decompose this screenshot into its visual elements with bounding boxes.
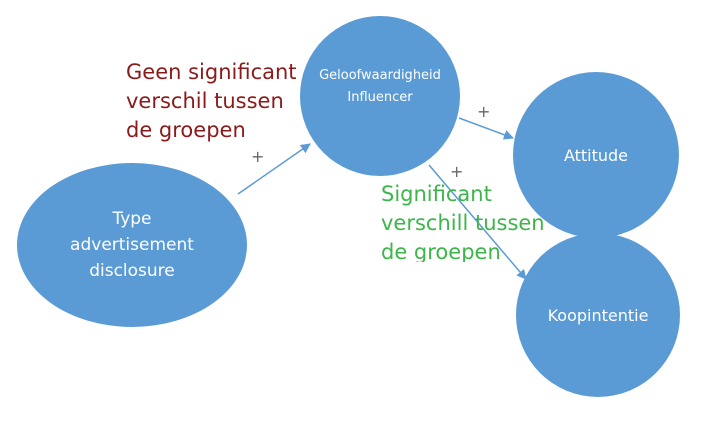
- node-attitude-label: Attitude: [563, 145, 629, 165]
- node-type-shape: [17, 163, 247, 327]
- plus-type-geloof: +: [251, 147, 265, 166]
- node-geloof-label: Geloofwaardigheid Influencer: [319, 68, 441, 105]
- note-significant-difference: Significant verschill tussen de groepen: [381, 182, 545, 262]
- arrow-type-to-geloof: [237, 143, 311, 195]
- node-attitude-shape: [513, 72, 679, 238]
- node-koop-label: Koopintentie: [547, 305, 649, 325]
- plus-geloof-attitude: +: [477, 102, 491, 121]
- node-type-label: Type advertisement disclosure: [70, 209, 194, 281]
- arrow-geloof-to-koop: [428, 164, 527, 280]
- plus-geloof-koop: +: [450, 162, 464, 181]
- node-geloof-shape: [300, 16, 460, 176]
- arrow-geloof-to-attitude: [458, 117, 514, 140]
- note-no-significant-difference: Geen significant verschil tussen de groe…: [126, 60, 297, 142]
- node-koop-shape: [516, 233, 680, 397]
